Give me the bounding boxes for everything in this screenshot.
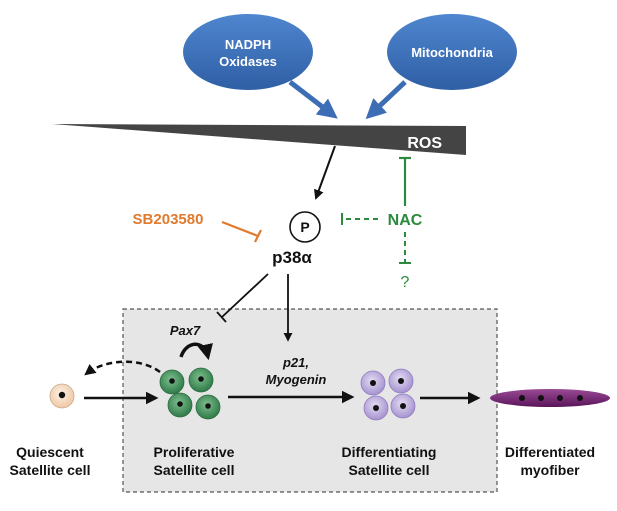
return-to-quiescence-arrow: [84, 360, 161, 376]
phospho-label: P: [300, 219, 309, 235]
phospho-circle: [289, 211, 321, 243]
quiescent-label-line1: Quiescent: [16, 444, 84, 460]
mito-to-ros-arrow: [365, 80, 407, 120]
targets-label-line1: p21,: [282, 355, 309, 370]
ros-gradient-wedge: [52, 124, 466, 155]
p38-inhibits-pax7-bar: [216, 311, 227, 323]
p38-inhibits-pax7-line: [221, 273, 269, 318]
proliferative-label-line2: Satellite cell: [154, 462, 235, 478]
mitochondria-ellipse: [387, 14, 517, 90]
sb203580-label: SB203580: [133, 211, 204, 228]
nadph-oxidases-ellipse: [183, 14, 313, 90]
proliferative-cluster: [159, 367, 221, 420]
quiescent-nucleus: [58, 391, 66, 399]
differentiating-label-line2: Satellite cell: [349, 462, 430, 478]
nadph-to-ros-arrow: [288, 80, 338, 119]
myofiber: [490, 389, 610, 407]
mitochondria-label: Mitochondria: [411, 45, 493, 60]
differentiating-label-line1: Differentiating: [342, 444, 437, 460]
nadph-label-line1: NADPH: [225, 37, 271, 52]
nac-label: NAC: [388, 212, 423, 229]
myofiber-label-line1: Differentiated: [505, 444, 595, 460]
ros-label: ROS: [407, 135, 442, 152]
quiescent-label-line2: Satellite cell: [10, 462, 91, 478]
unknown-target-label: ?: [401, 274, 410, 291]
sb203580-inhibit-line: [221, 220, 259, 238]
myofiber-label-line2: myofiber: [520, 462, 580, 478]
pax7-self-renewal-arrow: [179, 342, 213, 361]
nadph-label-line2: Oxidases: [219, 54, 277, 69]
myofiber-nuclei: [519, 395, 583, 401]
differentiating-cluster: [360, 368, 416, 421]
proliferative-label-line1: Proliferative: [154, 444, 235, 460]
pax7-label: Pax7: [170, 323, 201, 338]
targets-label-line2: Myogenin: [266, 372, 327, 387]
p38a-label: p38α: [272, 248, 312, 267]
sb203580-inhibit-bar: [254, 229, 262, 243]
ros-to-p38-arrow: [314, 145, 336, 200]
